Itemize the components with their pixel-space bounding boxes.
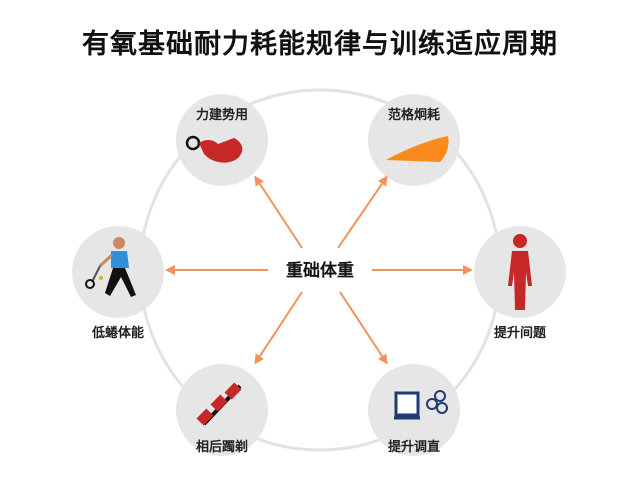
dumbbell-icon: [196, 382, 242, 426]
node-circle-top-right: [368, 94, 460, 186]
node-label-bottom-left: 相后躅剃: [195, 440, 248, 455]
frame-and-rings-icon: [394, 390, 448, 420]
node-label-left: 低蜷体能: [91, 326, 144, 341]
node-label-top-right: 范格炯耗: [387, 108, 440, 123]
center-label: 重础体重: [286, 261, 354, 281]
arrow-top-right: [337, 175, 388, 249]
diagram-title: 有氧基础耐力耗能规律与训练适应周期: [82, 29, 558, 60]
node-circle-bottom-left: [176, 364, 268, 456]
arrow-bottom-right: [339, 291, 388, 365]
human-body-icon: [508, 234, 532, 310]
wedge-shape-icon: [386, 136, 449, 162]
node-circle-top-left: [176, 94, 268, 186]
node-label-right: 提升间题: [493, 326, 546, 341]
node-label-top-left: 力建势用: [195, 108, 248, 123]
arrow-top-left: [254, 175, 303, 249]
node-label-bottom-right: 提升调直: [387, 440, 440, 455]
athlete-running-icon: [85, 237, 136, 297]
kettlebell-icon: [185, 135, 243, 163]
arrow-bottom-left: [254, 291, 303, 365]
